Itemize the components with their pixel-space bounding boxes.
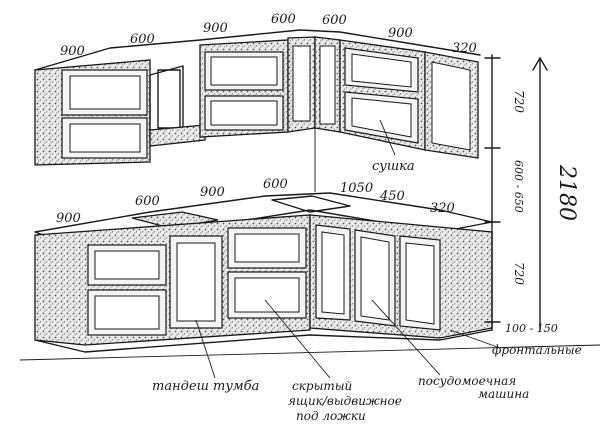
drawer-mid-bottom-inset	[234, 277, 300, 313]
upper-narrow-glass	[292, 45, 311, 122]
drawer-left-top-inset	[94, 250, 160, 280]
dim-bottom-5: 1050	[340, 181, 373, 196]
dim-top-6: 900	[388, 26, 413, 41]
dim-top-5: 600	[322, 13, 347, 28]
dimensions-right: 720 600 - 650 720 100 - 150 2180	[484, 54, 579, 335]
upper-glass-left-2	[69, 123, 141, 153]
dim-top-3: 900	[203, 21, 228, 36]
drawer-left-bottom-inset	[94, 295, 160, 330]
leader-dryer	[379, 119, 396, 156]
hood-chimney	[157, 69, 181, 129]
dim-top-2: 600	[130, 32, 155, 47]
label-dishwasher-2: машина	[478, 387, 529, 401]
plinth-line	[34, 329, 493, 353]
dimensions-top: 900 600 900 600 600 900 320	[60, 12, 477, 59]
dim-right-gap: 600 - 650	[512, 160, 525, 213]
wall-lines	[19, 128, 600, 361]
dim-bottom-3: 900	[200, 185, 225, 200]
upper-end-glass	[431, 61, 471, 151]
upper-cabinets	[34, 29, 481, 166]
dim-bottom-1: 900	[56, 211, 81, 226]
lower-cabinets	[34, 192, 493, 353]
dim-total-height: 2180	[554, 164, 579, 221]
total-height-arrowhead	[532, 57, 548, 71]
hood-base	[149, 124, 206, 147]
label-dishwasher-1: посудомоечная	[418, 374, 516, 388]
dim-bottom-2: 600	[135, 194, 160, 209]
hob	[131, 211, 219, 229]
dim-bottom-7: 320	[430, 201, 455, 216]
upper-glass-mid-top	[210, 56, 278, 86]
upper-corner-glass	[319, 45, 336, 125]
dim-right-lower: 720	[512, 262, 526, 285]
floor-line	[19, 344, 600, 361]
label-dryer: сушка	[372, 159, 415, 174]
lower-door-tumba-inset	[176, 242, 216, 322]
dim-right-upper: 720	[512, 90, 526, 113]
leader-hidden-drawer	[264, 299, 331, 379]
upper-glass-left	[69, 75, 141, 110]
drawer-mid-top-inset	[234, 233, 300, 263]
upper-glass-mid-bottom	[210, 100, 278, 126]
upper-glass-right-bottom	[351, 97, 412, 138]
dimensions-bottom: 900 600 900 600 1050 450 320	[56, 177, 455, 226]
label-hidden-3: под ложки	[296, 409, 366, 423]
leader-dishwasher	[371, 299, 441, 376]
dim-top-7: 320	[452, 41, 477, 56]
upper-top-outline	[34, 29, 481, 71]
label-tumba: тандеш тумба	[152, 379, 259, 394]
annotations: сушка тандеш тумба скрытый ящик/выдвижно…	[152, 119, 582, 423]
label-plinth: фронтальные	[492, 343, 582, 357]
leader-plinth	[449, 329, 501, 349]
leader-tumba	[195, 319, 216, 379]
label-hidden-1: скрытый	[292, 379, 352, 393]
label-hidden-2: ящик/выдвижное	[288, 394, 402, 408]
lower-door-dishwasher-1-inset	[321, 231, 345, 315]
dim-right-plinth: 100 - 150	[505, 322, 558, 335]
dim-bottom-6: 450	[379, 189, 405, 204]
dim-top-4: 600	[271, 12, 296, 27]
dim-bottom-4: 600	[263, 177, 288, 192]
dim-top-1: 900	[60, 44, 85, 59]
lower-door-end-inset	[405, 242, 435, 325]
sink	[271, 195, 351, 213]
upper-glass-right-top	[351, 53, 412, 88]
lower-door-dishwasher-2-inset	[360, 236, 390, 321]
